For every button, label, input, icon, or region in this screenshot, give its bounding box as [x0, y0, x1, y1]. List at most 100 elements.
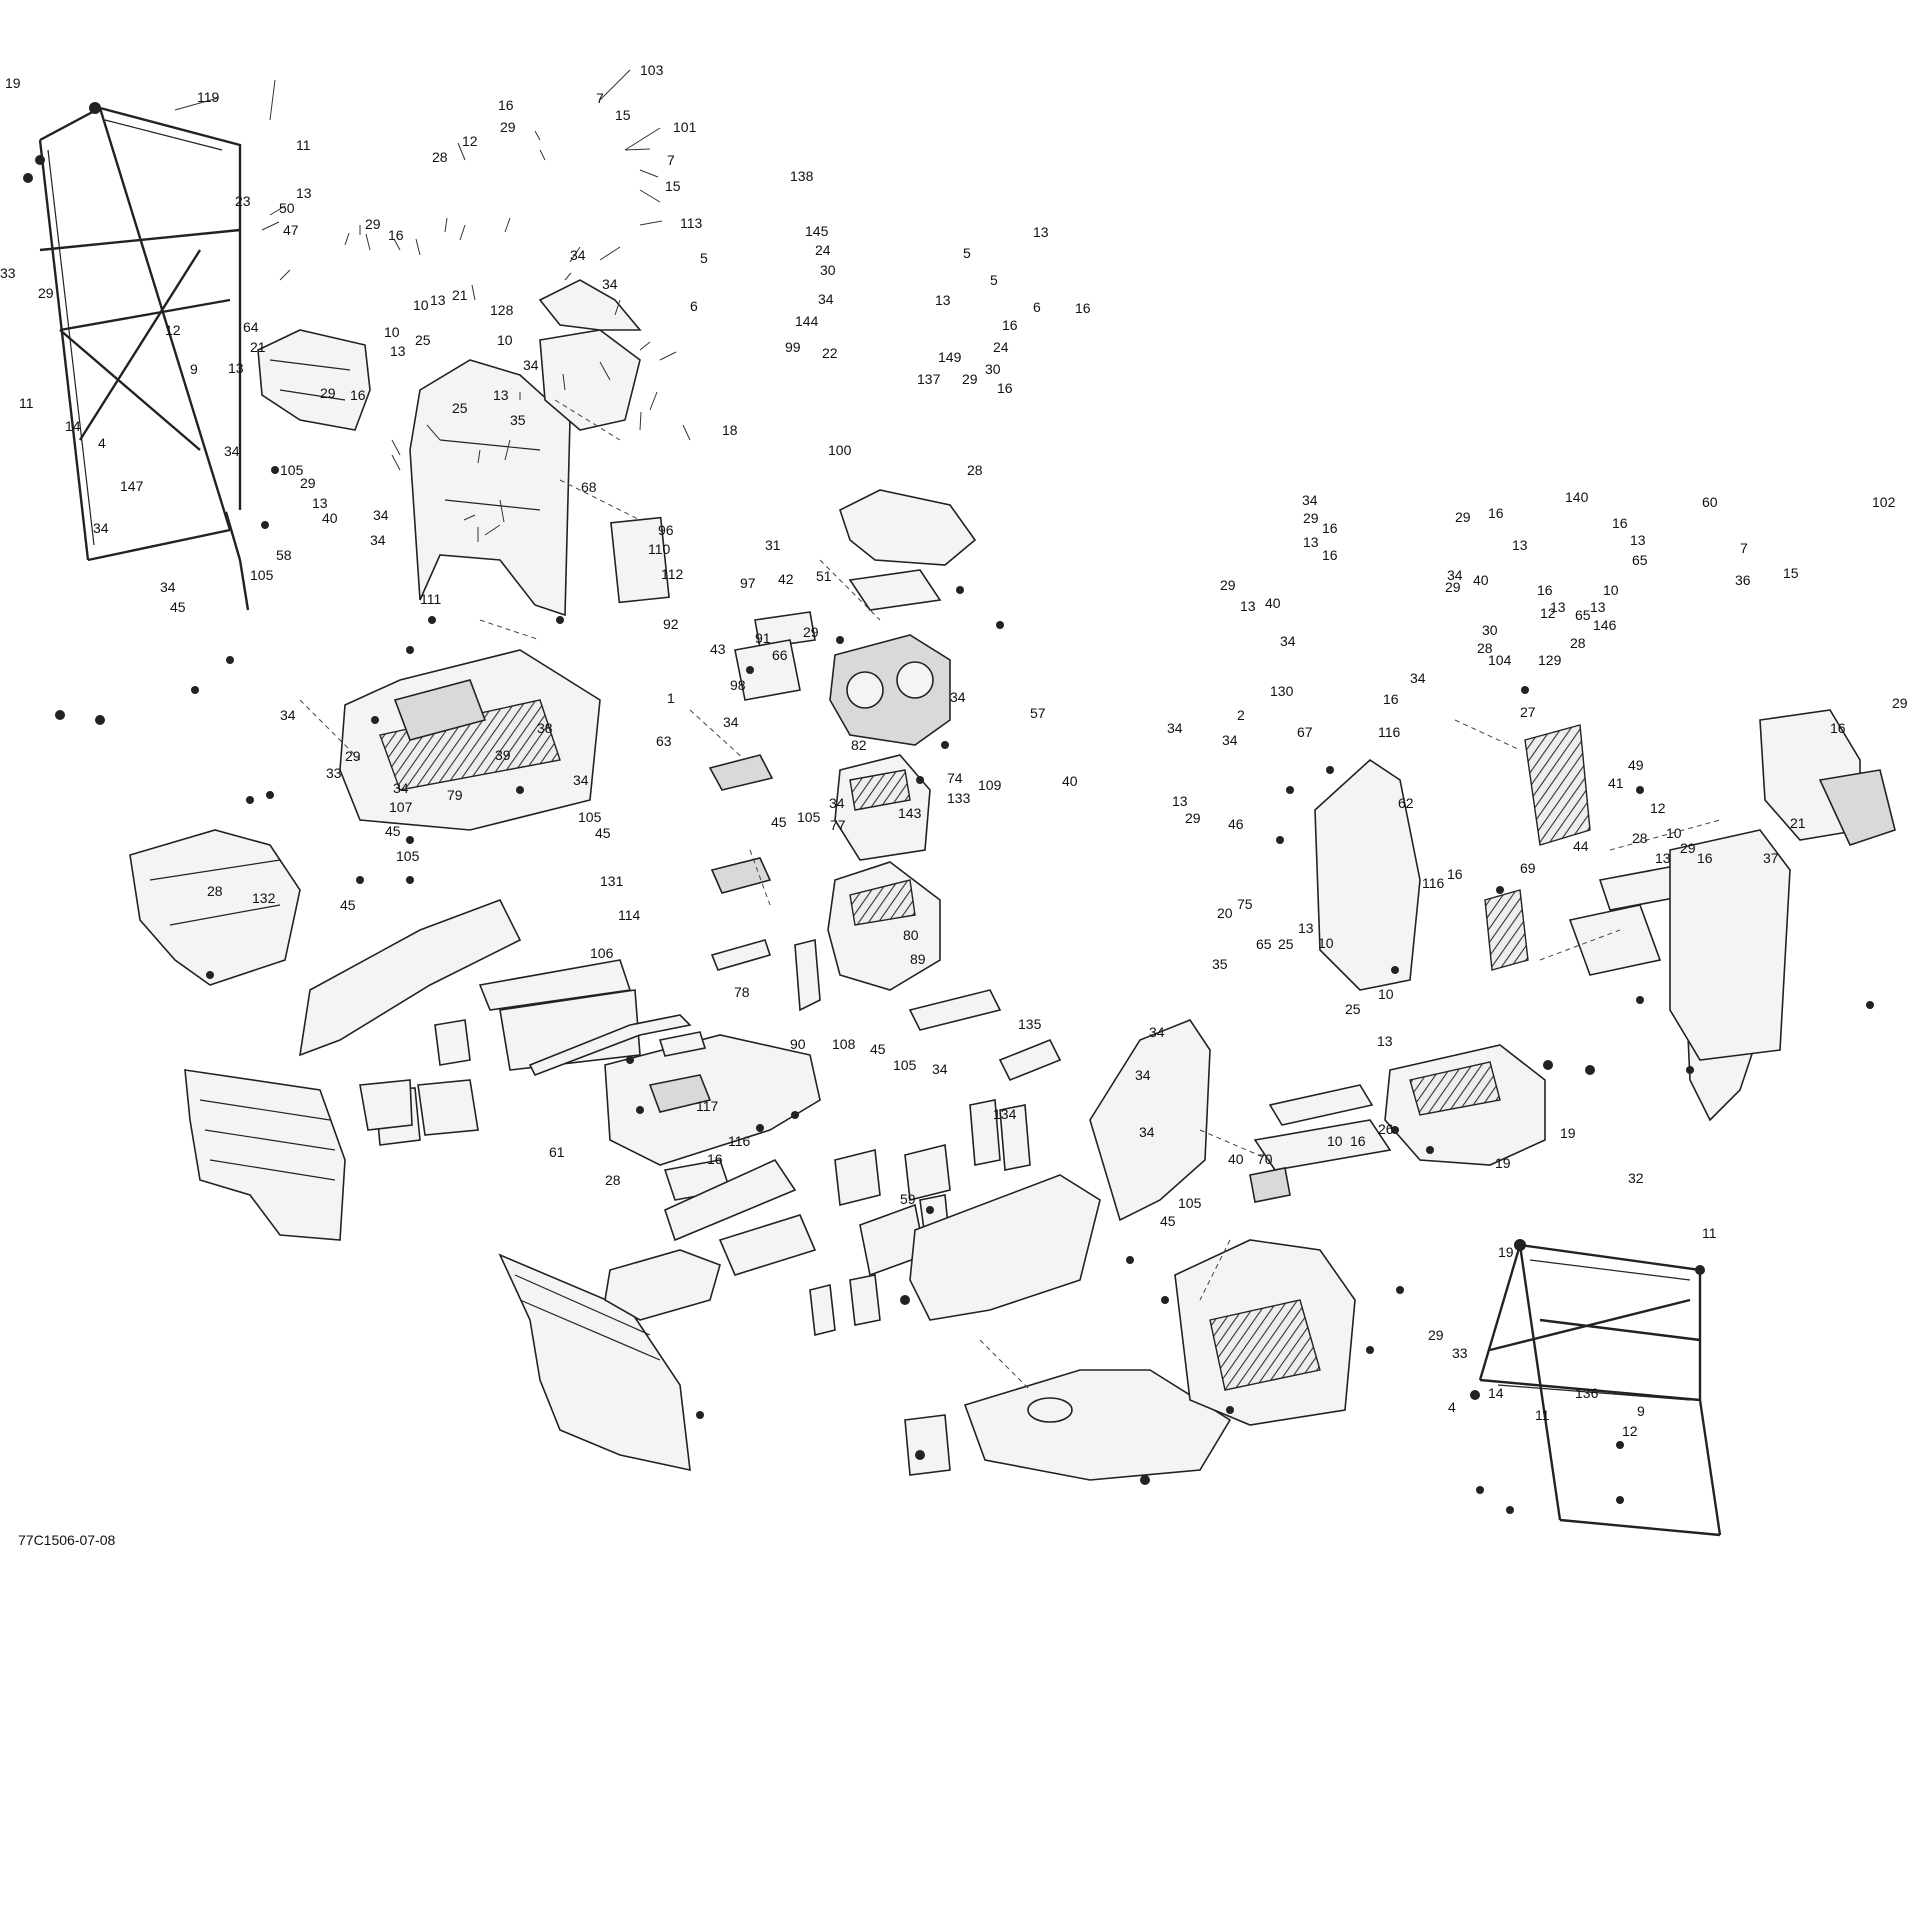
callout-60: 37	[1763, 850, 1779, 866]
callout-10a: 10	[413, 297, 429, 313]
callout-33a: 33	[0, 265, 16, 281]
callout-13g: 13	[1033, 224, 1049, 240]
callout-34o: 34	[393, 780, 409, 796]
callout-31: 18	[722, 422, 738, 438]
callout-43: 42	[778, 571, 794, 587]
callout-labels: 103 101 7 15 16 29 7 15 12 28 113 34 34 …	[0, 62, 1908, 1439]
callout-28f: 28	[1477, 640, 1493, 656]
callout-136: 130	[1270, 683, 1294, 699]
part-144	[754, 611, 816, 649]
callout-12e: 12	[1622, 1423, 1638, 1439]
callout-10b: 10	[384, 324, 400, 340]
callout-140: 60	[1702, 494, 1718, 510]
callout-135: 133	[947, 790, 971, 806]
callout-13p: 13	[1550, 599, 1566, 615]
callout-9a: 9	[190, 361, 198, 377]
part-61	[963, 1369, 1232, 1481]
part-104	[1818, 769, 1896, 846]
callout-21b: 21	[250, 339, 266, 355]
callout-13h: 13	[935, 292, 951, 308]
part-147	[129, 829, 301, 986]
callout-16q: 16	[1322, 547, 1338, 563]
part-103	[538, 279, 642, 331]
callout-36: 146	[1593, 617, 1617, 633]
callout-33c: 33	[1452, 1345, 1468, 1361]
callout-40b: 40	[1062, 773, 1078, 789]
part-75	[1268, 1084, 1374, 1126]
callout-29k: 29	[1892, 695, 1908, 711]
part-137-gauge-left	[846, 671, 884, 709]
part-128-detail	[439, 439, 541, 511]
callout-2a: 116	[728, 1133, 751, 1149]
part-67	[1089, 1019, 1211, 1222]
callout-28e: 28	[1632, 830, 1648, 846]
callout-16i: 16	[1383, 691, 1399, 707]
callout-144: 5	[700, 250, 708, 266]
callout-23: 23	[235, 193, 251, 209]
callout-9b: 9	[1637, 1403, 1645, 1419]
part-117	[904, 1414, 951, 1476]
leader-lines	[174, 69, 691, 542]
part-78	[664, 1158, 797, 1242]
callout-110: 110	[648, 541, 671, 557]
part-134	[999, 1104, 1031, 1171]
roll-cage-left	[23, 102, 250, 611]
callout-28c: 28	[207, 883, 223, 899]
callout-138: 138	[790, 168, 814, 184]
callout-49: 44	[1573, 838, 1589, 854]
callout-39: 74	[947, 770, 963, 786]
callout-67: 20	[1217, 905, 1233, 921]
callout-82: 91	[755, 630, 771, 646]
callout-34d: 34	[224, 443, 240, 459]
callout-34f: 34	[373, 507, 389, 523]
callout-65: 46	[1228, 816, 1244, 832]
callout-11c: 11	[1702, 1225, 1717, 1241]
callout-74: 63	[656, 733, 672, 749]
callout-22: 144	[795, 313, 819, 329]
callout-19d: 19	[1498, 1244, 1514, 1260]
callout-13i: 13	[1172, 793, 1188, 809]
callout-45b: 45	[595, 825, 611, 841]
part-62-grille	[1409, 1061, 1501, 1116]
part-137-gauge-right	[896, 661, 934, 699]
callout-12c: 12	[1540, 605, 1556, 621]
callout-13j: 13	[1298, 920, 1314, 936]
part-64-detail	[269, 359, 351, 401]
callout-29h: 29	[345, 748, 361, 764]
callout-1: 43	[710, 641, 726, 657]
callout-10h: 10	[1603, 582, 1619, 598]
callout-16j: 16	[1447, 866, 1463, 882]
callout-137: 99	[785, 339, 801, 355]
callout-44: 27	[1520, 704, 1536, 720]
part-80	[834, 1149, 881, 1206]
part-128	[409, 359, 571, 617]
callout-45e: 45	[340, 897, 356, 913]
callout-96: 100	[828, 442, 852, 458]
part-66-grille	[849, 879, 916, 926]
callout-105d: 105	[797, 809, 821, 825]
callout-111: 111	[420, 591, 441, 607]
callout-35b: 35	[1212, 956, 1228, 972]
callout-13d: 13	[390, 343, 406, 359]
callout-34c: 34	[523, 357, 539, 373]
callout-114: 132	[252, 890, 276, 906]
callout-105c: 105	[578, 809, 602, 825]
callout-113: 113	[680, 215, 703, 231]
callout-13f: 13	[312, 495, 328, 511]
part-133	[809, 1284, 836, 1336]
callout-16g: 16	[707, 1151, 723, 1167]
callout-5a: 5	[963, 245, 971, 261]
callout-10d: 10	[1318, 935, 1334, 951]
callout-29g: 29	[803, 624, 819, 640]
callout-29j: 29	[1680, 840, 1696, 856]
callout-13r: 13	[1240, 598, 1256, 614]
callout-90: 80	[903, 927, 919, 943]
callout-80: 77	[830, 817, 846, 833]
callout-6: 6	[1033, 299, 1041, 315]
part-68-grille	[379, 699, 561, 791]
callout-101: 101	[673, 119, 697, 135]
callout-37: 49	[1628, 757, 1644, 773]
callout-13b: 13	[296, 185, 312, 201]
callout-10f: 10	[1327, 1133, 1343, 1149]
part-64	[257, 329, 371, 431]
